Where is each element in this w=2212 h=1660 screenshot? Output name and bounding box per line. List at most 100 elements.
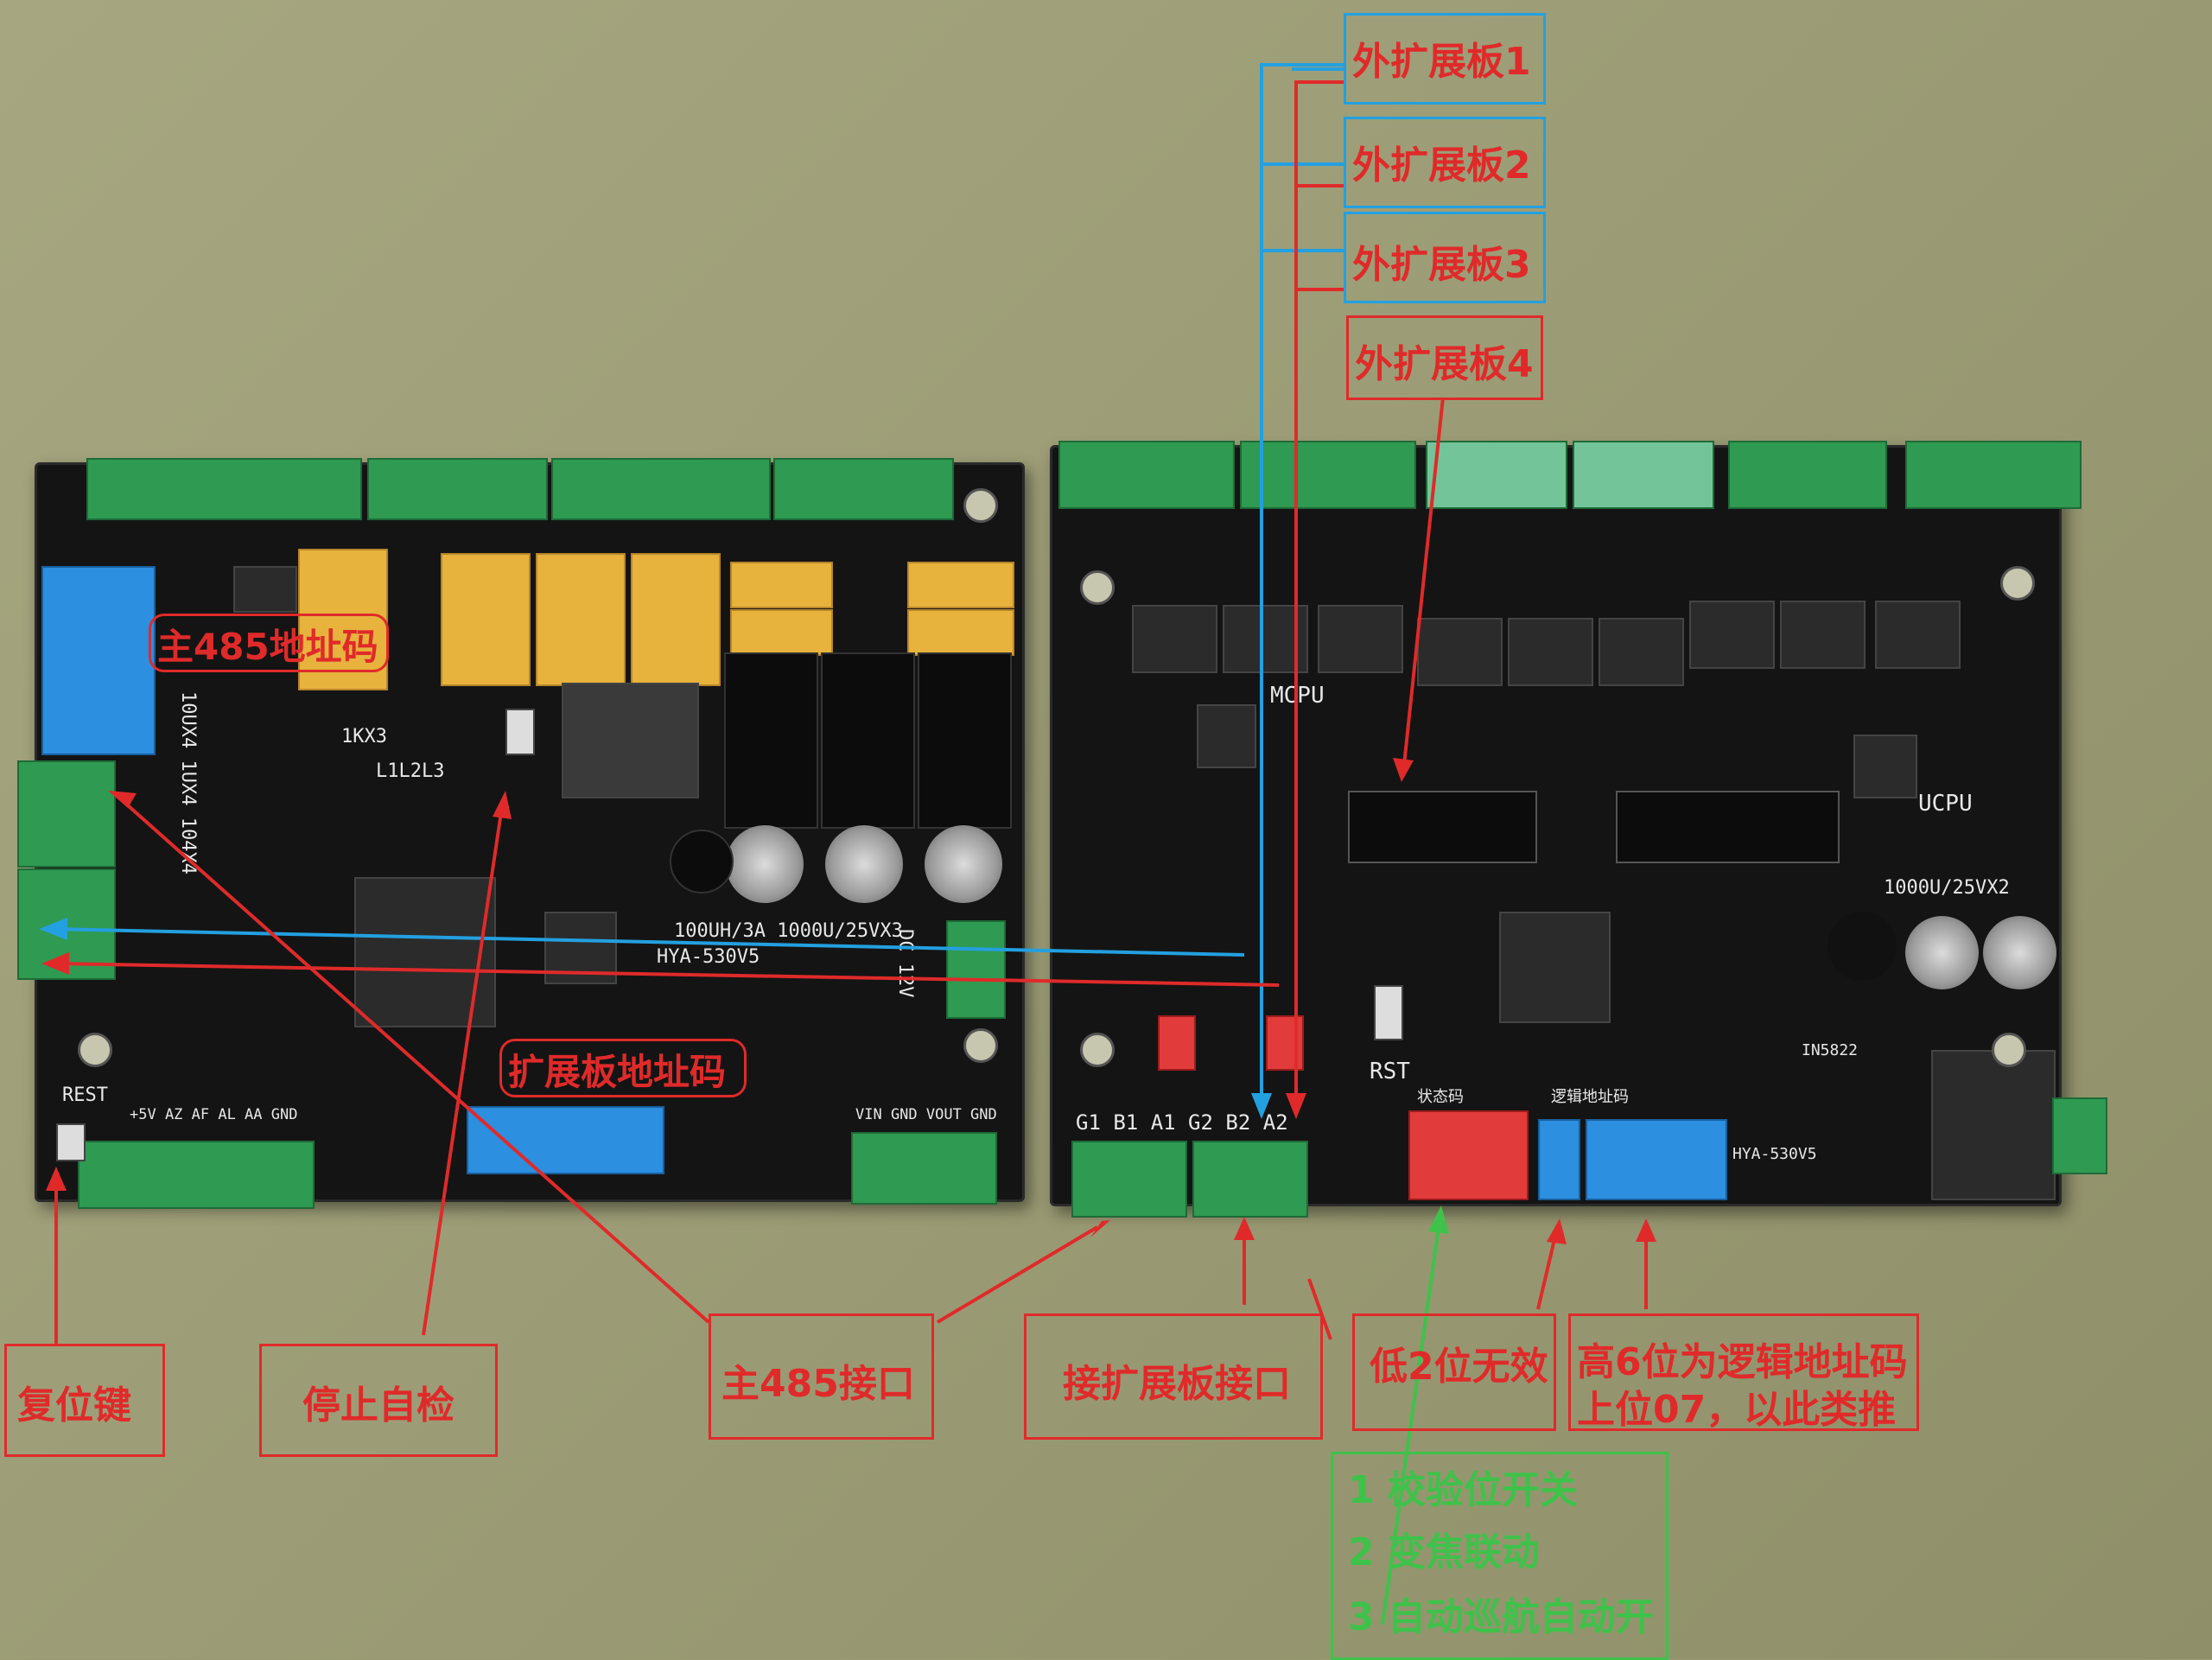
terminal-block [1573,441,1714,509]
ext-board-1-label: 外扩展板1 [1352,40,1531,84]
relay [730,562,833,608]
board-model-label: HYA-530V5 [657,946,760,968]
bottom-terminal-silk-label: +5V AZ AF AL AA GND [130,1106,298,1123]
ext-port-box [1024,1313,1323,1440]
ext-board-3-box [1344,212,1546,303]
terminal-block [551,458,771,520]
legend-line3: 3 自动巡航自动开 [1348,1595,1654,1639]
ext-board-4-label: 外扩展板4 [1355,342,1534,386]
optocoupler [1132,605,1217,673]
terminal-block [1728,441,1887,509]
power-jack [946,920,1006,1019]
optocoupler [1508,618,1593,686]
status-code-dip-switch [1408,1110,1529,1200]
high6-box [1568,1313,1919,1431]
main485-addr-label: 主485地址码 [157,626,378,668]
mounting-hole [2000,566,2035,601]
reset-key-box [4,1344,165,1457]
voltage-regulator [562,683,699,798]
capacitor [925,825,1002,903]
main485-port-box [709,1313,934,1440]
inductor [670,830,734,894]
extension-address-dip-switch [467,1106,664,1174]
power-relay [918,652,1012,829]
ext-addr-label: 扩展板地址码 [508,1051,727,1093]
mounting-hole [1080,570,1115,605]
optocoupler [1780,601,1866,669]
power-relay [821,652,915,829]
main485-port-label: 主485接口 [721,1362,915,1406]
vout-silk-label: VIN GND VOUT GND [855,1106,997,1123]
l-silk-label: L1L2L3 [376,760,445,782]
high6-label-line1: 高6位为逻辑地址码 [1577,1340,1908,1384]
rst-label: RST [1370,1059,1410,1084]
logic-address-dip-switch [1586,1119,1727,1200]
high6-label-line2: 上位07，以此类推 [1577,1388,1897,1432]
mounting-hole [78,1033,112,1067]
terminal-block [1905,441,2082,509]
optocoupler [1417,618,1503,686]
legend-line2: 2 变焦联动 [1348,1530,1540,1574]
ext-board-4-box [1346,315,1543,400]
status-code-label: 状态码 [1417,1088,1464,1106]
terminal-g2b2a2 [1192,1141,1308,1218]
reset-key-label: 复位键 [17,1383,131,1428]
in5822-label: IN5822 [1802,1041,1859,1059]
ext-port-label: 接扩展板接口 [1063,1362,1291,1406]
relay [298,549,388,690]
relay [441,553,531,686]
capacitor [1827,912,1897,981]
rst-button [1374,985,1403,1040]
relay [536,553,626,686]
terminal-block-vout [851,1132,997,1205]
ext-addr-box [499,1039,747,1097]
main485-addr-box [149,614,389,672]
right-circuit-board [1050,445,2062,1206]
logic-low-dip-switch [1538,1119,1580,1200]
main485-address-dip-switch [41,566,156,755]
ic-chip [233,566,297,613]
right-caps-label: 1000U/25VX2 [1884,877,2010,899]
mounting-hole [1080,1033,1115,1067]
self-test-button [505,709,535,755]
capacitor [1983,916,2056,989]
ext-board-2-label: 外扩展板2 [1352,143,1531,188]
led-cluster [1158,1015,1196,1071]
terminal-g1b1a1 [1071,1141,1187,1218]
optocoupler [1318,605,1403,673]
expansion-header [1348,791,1537,863]
reset-button [56,1123,86,1161]
main-microcontroller [354,877,496,1027]
mcpu-chip [1197,704,1256,768]
legend-line1: 1 校验位开关 [1348,1468,1578,1512]
right-terminal-label: G1 B1 A1 G2 B2 A2 [1076,1110,1288,1135]
side-terminal [2052,1097,2107,1174]
stop-selftest-label: 停止自检 [302,1383,454,1428]
terminal-block [1240,441,1416,509]
terminal-block [1426,441,1567,509]
ucpu-chip [1853,735,1917,798]
main-cpu-chip [1499,912,1611,1023]
mounting-hole [963,1028,998,1063]
ext-board-2-box [1344,117,1546,208]
low2-label: 低2位无效 [1370,1345,1548,1389]
capacitor [825,825,903,903]
optocoupler [1223,605,1308,673]
ucpu-label: UCPU [1918,791,1973,817]
stop-selftest-box [259,1344,498,1457]
reset-silk-label: REST [62,1084,108,1106]
terminal-block-bottom [78,1141,315,1209]
low2-box [1352,1313,1556,1431]
expansion-header [1616,791,1840,863]
logic-address-label: 逻辑地址码 [1551,1088,1629,1106]
terminal-block [1058,441,1235,509]
capacitor [1905,916,1979,989]
optocoupler [1875,601,1961,669]
caps-silk-label: 100UH/3A 1000U/25VX3 [674,920,903,942]
capacitor [726,825,804,903]
1kx3-silk-label: 1KX3 [341,726,387,747]
terminal-block-485 [17,760,116,868]
optocoupler [1689,601,1775,669]
mounting-hole [963,488,998,523]
